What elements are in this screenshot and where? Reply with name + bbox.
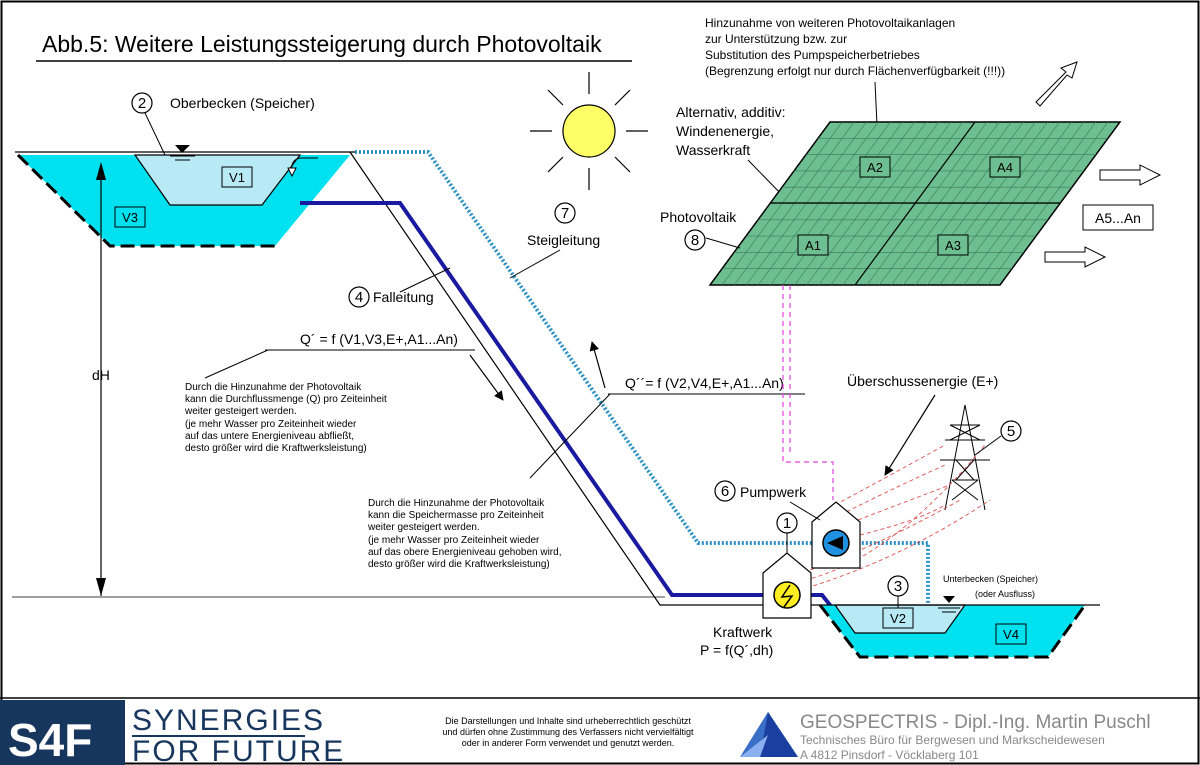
svg-text:desto größer wird die Kraftwer: desto größer wird die Kraftwerksleistung… [368, 559, 550, 570]
svg-text:Windenenergie,: Windenenergie, [676, 123, 774, 139]
pylon-icon [940, 404, 990, 511]
svg-text:7: 7 [561, 205, 569, 222]
pumpwerk-label: Pumpwerk [740, 484, 807, 500]
note-2: Durch die Hinzunahme der Photovoltaik ka… [367, 498, 561, 570]
dh-label: dH [92, 367, 110, 383]
v1-label: V1 [229, 170, 245, 185]
flow-up-arrow [589, 341, 606, 389]
svg-text:Die Darstellungen und Inhalte: Die Darstellungen und Inhalte sind urheb… [445, 716, 691, 726]
generator-icon [773, 581, 801, 609]
svg-text:auf das untere Energieniveau a: auf das untere Energieniveau abfließt, [185, 431, 354, 442]
svg-text:3: 3 [894, 578, 902, 595]
steigleitung-label: Steigleitung [527, 232, 600, 248]
upper-basin: V1 V3 [15, 145, 355, 248]
for-future-text: FOR FUTURE [132, 735, 345, 765]
svg-text:5: 5 [1007, 423, 1015, 440]
ueberschuss-arrow [884, 394, 936, 476]
svg-text:1: 1 [783, 515, 791, 532]
geospectris-line3: A 4812 Pinsdorf - Vöcklaberg 101 [800, 748, 979, 762]
kraftwerk [762, 552, 812, 619]
marker-6 [714, 480, 736, 502]
falleitung-label: Falleitung [373, 289, 434, 305]
marker-2 [131, 92, 153, 114]
expand-arrow-right-1 [1099, 164, 1162, 186]
panel-a4: A4 [997, 160, 1013, 175]
photovoltaik-label: Photovoltaik [660, 209, 737, 225]
expand-arrow-up [1035, 61, 1078, 107]
water-level-marker [175, 145, 190, 153]
page-title: Abb.5: Weitere Leistungssteigerung durch… [42, 31, 602, 57]
geospectris-name: GEOSPECTRIS - Dipl.-Ing. Martin Puschl [800, 712, 1151, 733]
formula-q1: Q´ = f (V1,V3,E+,A1...An) [300, 331, 458, 347]
note-1: Durch die Hinzunahme der Photovoltaik ka… [184, 382, 387, 454]
s4f-logo-bg [0, 700, 125, 765]
v4-label: V4 [1003, 627, 1019, 642]
svg-text:(Begrenzung erfolgt nur durch: (Begrenzung erfolgt nur durch Flächenver… [705, 64, 1005, 78]
upper-basin-label: Oberbecken (Speicher) [170, 95, 315, 111]
marker-7 [554, 202, 576, 224]
svg-text:oder in anderer Form verwendet: oder in anderer Form verwendet und genut… [462, 738, 675, 748]
panel-more: A5...An [1095, 210, 1141, 226]
flow-down-arrow [469, 354, 504, 401]
basin-v3-outline [16, 153, 275, 248]
ueberschuss-label: Überschussenergie (E+) [847, 372, 998, 389]
svg-text:(je mehr Wasser pro Zeiteinhei: (je mehr Wasser pro Zeiteinheit wieder [185, 419, 357, 430]
svg-text:4: 4 [355, 289, 363, 306]
pumpwerk [811, 501, 861, 569]
svg-text:weiter gesteigert werden.: weiter gesteigert werden. [367, 522, 480, 533]
svg-text:Hinzunahme von weiteren Photov: Hinzunahme von weiteren Photovoltaikanla… [705, 16, 955, 30]
svg-text:weiter gesteigert werden.: weiter gesteigert werden. [184, 406, 297, 417]
lower-basin: V2 V4 [818, 596, 1100, 659]
svg-text:6: 6 [721, 483, 729, 500]
v3-label: V3 [122, 210, 138, 225]
svg-text:Durch die Hinzunahme der Photo: Durch die Hinzunahme der Photovoltaik [185, 382, 362, 393]
marker-8 [684, 229, 706, 251]
alternative-text: Alternativ, additiv: Windenenergie, Wass… [676, 104, 785, 158]
svg-text:2: 2 [138, 95, 146, 112]
svg-text:Durch die Hinzunahme der Photo: Durch die Hinzunahme der Photovoltaik [368, 498, 545, 509]
hinzunahme-text: Hinzunahme von weiteren Photovoltaikanla… [705, 16, 1005, 78]
synergies-text: SYNERGIES [132, 704, 325, 737]
marker-4 [348, 286, 370, 308]
v2-label: V2 [890, 611, 906, 626]
formula-q2: Q´´= f (V2,V4,E+,A1...An) [625, 375, 784, 391]
svg-text:(je mehr Wasser pro Zeiteinhei: (je mehr Wasser pro Zeiteinheit wieder [368, 535, 540, 546]
svg-text:auf das obere Energieniveau ge: auf das obere Energieniveau gehoben wird… [368, 547, 561, 558]
svg-text:zur Unterstützung bzw. zur: zur Unterstützung bzw. zur [705, 32, 847, 46]
panel-more-box [1082, 204, 1154, 231]
marker-5 [1000, 420, 1022, 442]
falleitung-pipe [300, 201, 840, 617]
copyright-text: Die Darstellungen und Inhalte sind urheb… [442, 716, 694, 748]
svg-text:und dürfen ohne Zustimmung des: und dürfen ohne Zustimmung des Verfasser… [442, 727, 694, 737]
svg-text:Alternativ, additiv:: Alternativ, additiv: [676, 104, 785, 120]
svg-text:desto größer wird die Kraftwer: desto größer wird die Kraftwerksleistung… [185, 443, 367, 454]
svg-text:8: 8 [691, 232, 699, 249]
kraftwerk-label: Kraftwerk [713, 624, 773, 640]
panel-a3: A3 [945, 238, 961, 253]
expand-arrow-right-2 [1044, 246, 1107, 268]
panel-a2: A2 [867, 160, 883, 175]
basin-v1 [133, 154, 302, 206]
pv-field: A2 A4 A1 A3 [708, 121, 1122, 286]
svg-text:Substitution des Pumpspeicherb: Substitution des Pumpspeicherbetriebes [705, 48, 920, 62]
svg-text:Wasserkraft: Wasserkraft [676, 142, 750, 158]
lower-basin-sub: (oder Ausfluss) [975, 589, 1035, 599]
geospectris-line2: Technisches Büro für Bergwesen und Marks… [800, 733, 1105, 747]
lower-basin-label: Unterbecken (Speicher) [943, 574, 1038, 584]
s4f-logo: S4F [8, 714, 92, 765]
pv-connection [782, 285, 834, 500]
svg-text:kann die Speichermasse pro Zei: kann die Speichermasse pro Zeiteinheit [368, 510, 544, 521]
kraftwerk-formula: P = f(Q´,dh) [700, 642, 773, 658]
panel-a1: A1 [805, 238, 821, 253]
svg-text:kann die Durchflussmenge (Q) p: kann die Durchflussmenge (Q) pro Zeitein… [185, 394, 387, 405]
geospectris-logo-icon [740, 712, 798, 757]
sun-icon [530, 72, 648, 190]
